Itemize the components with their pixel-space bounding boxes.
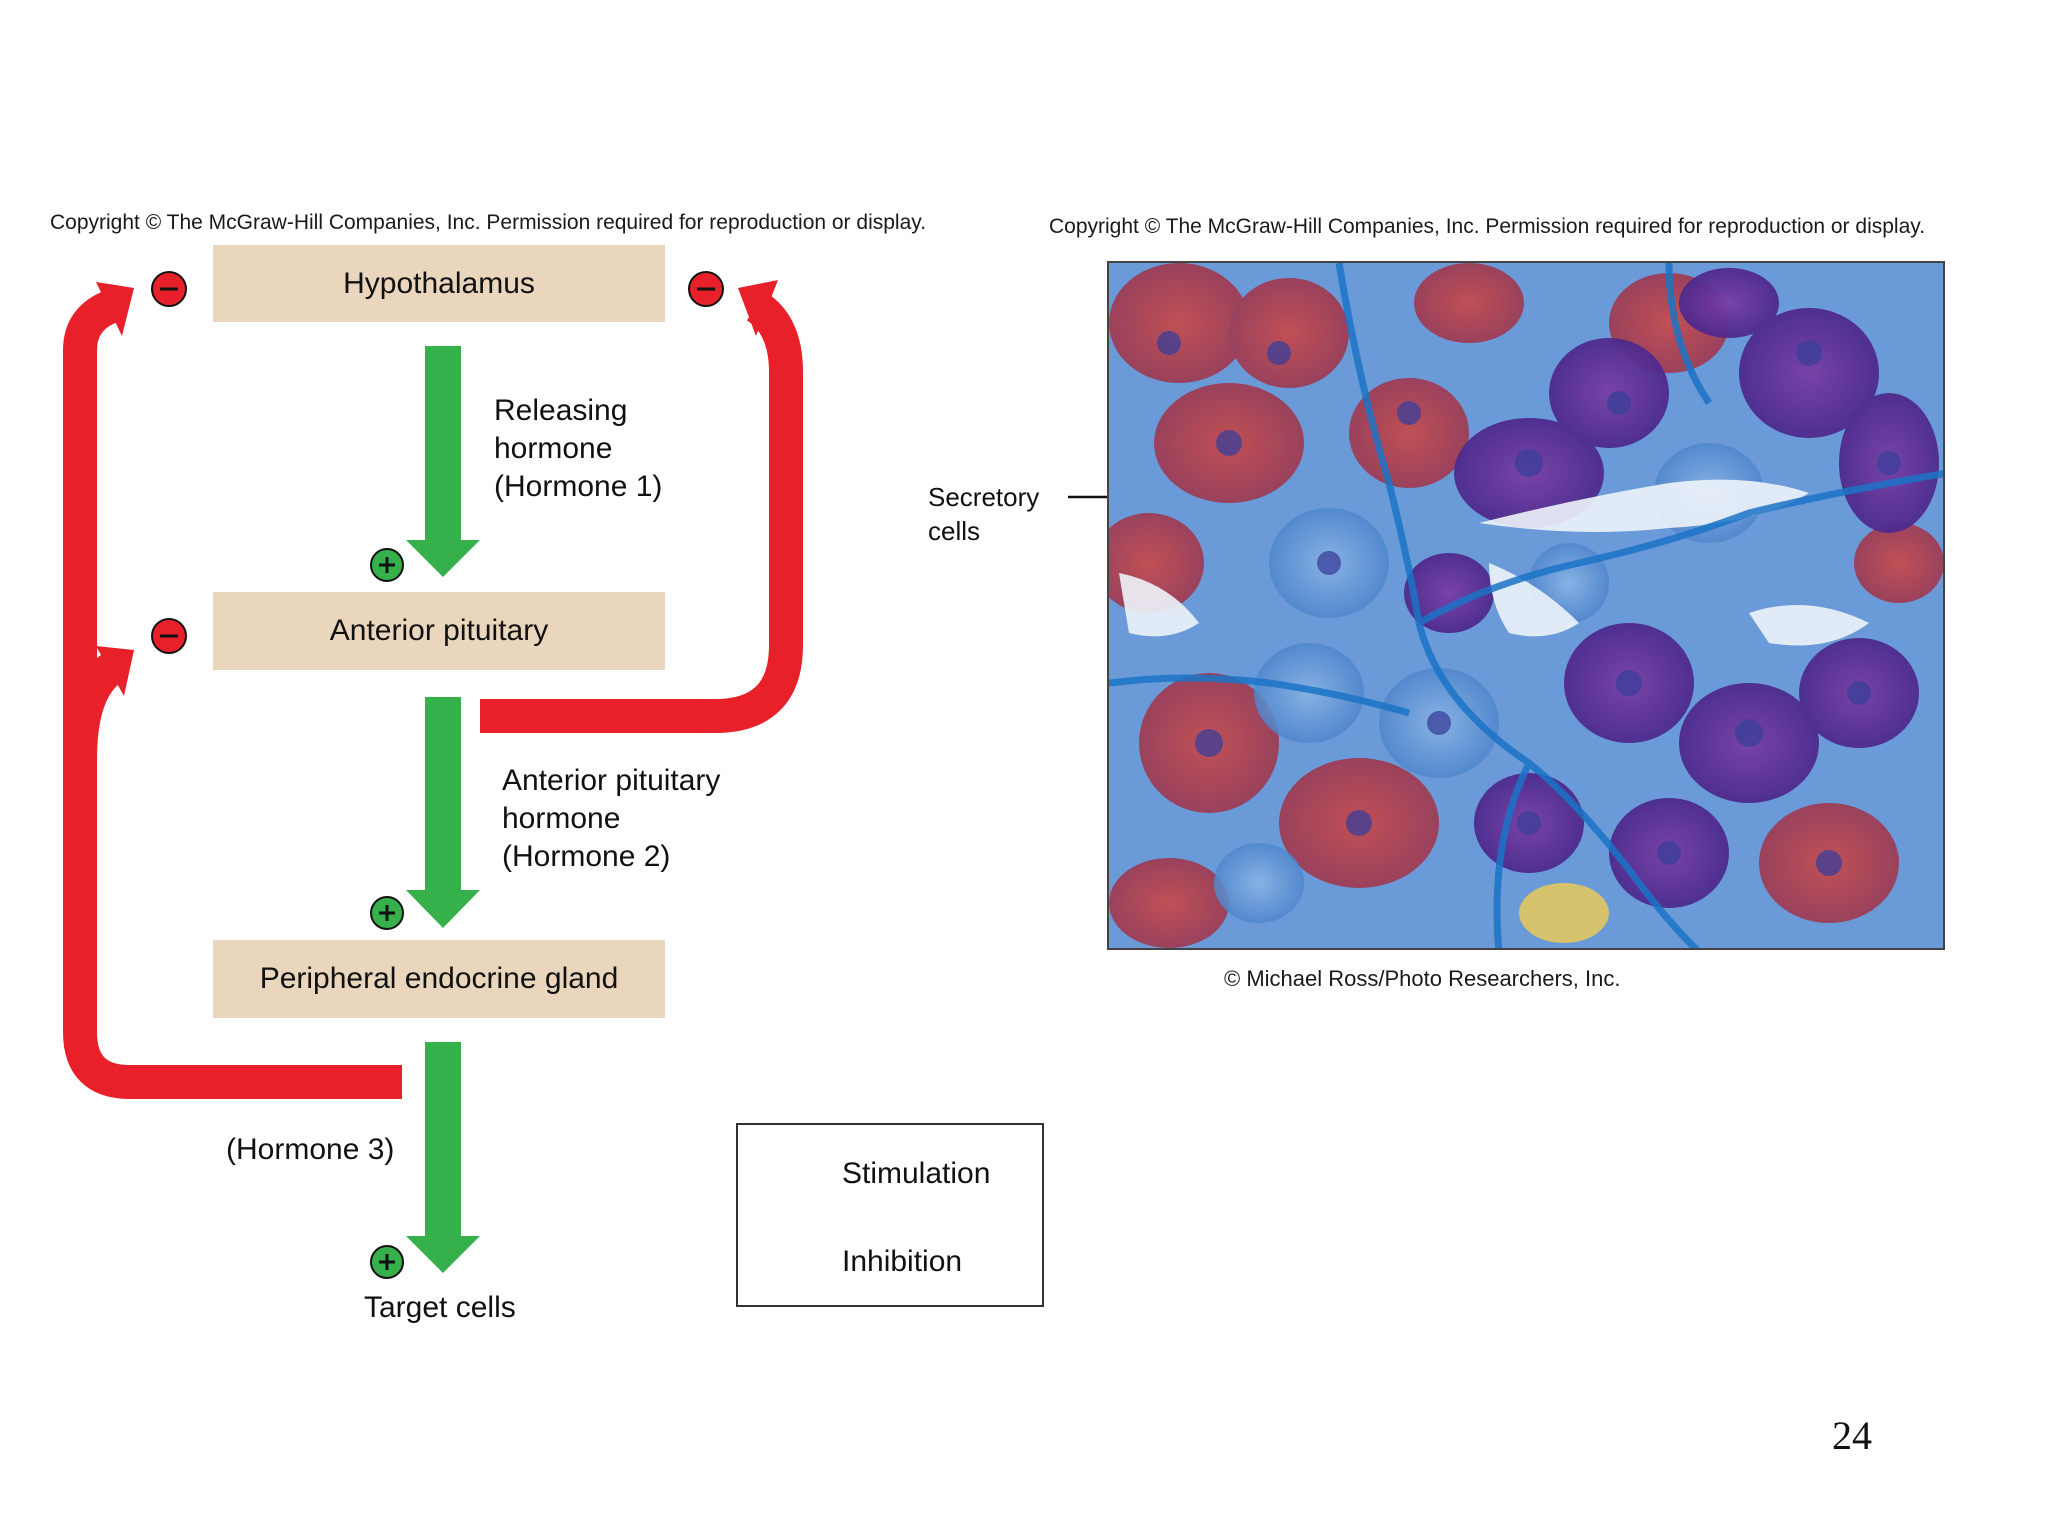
hormone3-label: (Hormone 3) xyxy=(226,1133,395,1166)
hormone1-label: Releasing hormone (Hormone 1) xyxy=(494,392,662,506)
long-loop-to-pituitary xyxy=(63,653,123,761)
anterior-pituitary-box: Anterior pituitary xyxy=(213,592,665,670)
anterior-pituitary-label: Anterior pituitary xyxy=(329,614,549,647)
plus-symbols xyxy=(370,548,404,1279)
inhibition-arrowheads xyxy=(96,280,778,696)
minus-symbols xyxy=(151,271,724,654)
hormone2-line3: (Hormone 2) xyxy=(502,840,671,873)
stimulation-arrow-2 xyxy=(406,697,480,928)
page-number: 24 xyxy=(1832,1413,1872,1458)
hormone1-line3: (Hormone 1) xyxy=(494,470,663,503)
hypothalamus-label: Hypothalamus xyxy=(343,266,535,300)
secretory-cells-label: Secretory cells xyxy=(928,480,1039,548)
secretory-cells-line1: Secretory xyxy=(928,482,1040,512)
stimulation-arrows xyxy=(406,346,480,1273)
long-loop-feedback xyxy=(63,290,402,1099)
hypothalamus-box: Hypothalamus xyxy=(213,245,665,322)
copyright-left: Copyright © The McGraw-Hill Companies, I… xyxy=(50,211,927,234)
peripheral-gland-label: Peripheral endocrine gland xyxy=(259,962,619,995)
hormone2-label: Anterior pituitary hormone (Hormone 2) xyxy=(502,762,720,876)
micrograph-rendering xyxy=(1109,263,1943,948)
hormone1-line1: Releasing xyxy=(494,394,628,427)
hormone2-line1: Anterior pituitary xyxy=(502,764,721,797)
stimulation-arrow-1 xyxy=(406,346,480,577)
copyright-right: Copyright © The McGraw-Hill Companies, I… xyxy=(1049,215,1926,238)
short-loop-feedback xyxy=(480,291,803,733)
legend: Stimulation Inhibition xyxy=(736,1123,1044,1307)
hormone1-line2: hormone xyxy=(494,432,613,465)
arrowhead-left-top xyxy=(96,282,134,336)
arrowhead-left-mid xyxy=(96,646,134,696)
arrowhead-right-top xyxy=(738,280,778,336)
photo-credit: © Michael Ross/Photo Researchers, Inc. xyxy=(1224,966,1621,991)
legend-stimulation-label: Stimulation xyxy=(842,1157,991,1190)
peripheral-gland-box: Peripheral endocrine gland xyxy=(213,940,665,1018)
inhibition-arrows xyxy=(63,290,803,1099)
hormone2-line2: hormone xyxy=(502,802,621,835)
target-cells-label: Target cells xyxy=(364,1291,516,1324)
stimulation-arrow-3 xyxy=(406,1042,480,1273)
legend-inhibition-label: Inhibition xyxy=(842,1245,963,1278)
secretory-cells-line2: cells xyxy=(928,516,981,546)
micrograph-image xyxy=(1107,261,1945,950)
